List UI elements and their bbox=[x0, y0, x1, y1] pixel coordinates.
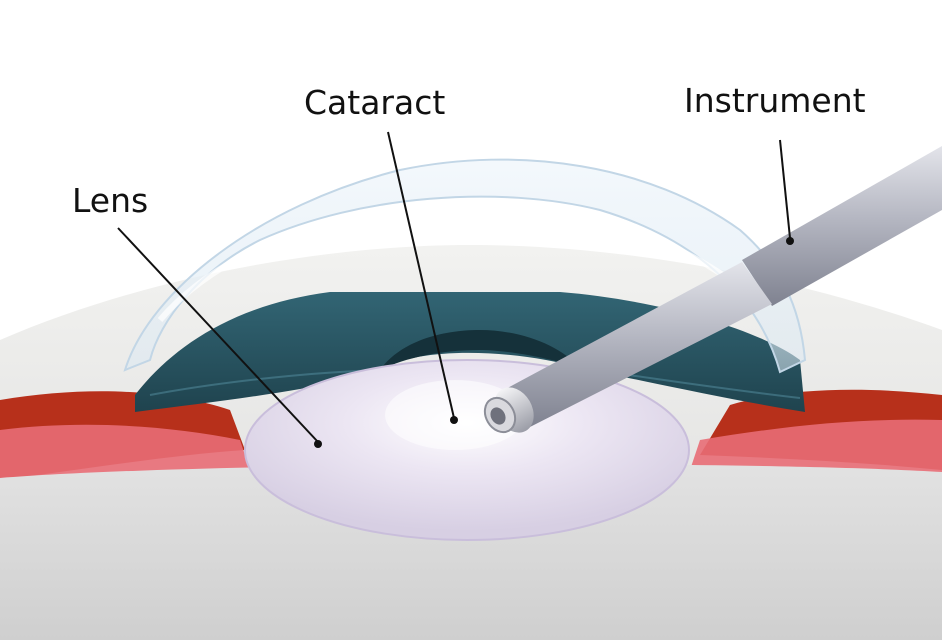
leader-lines bbox=[117, 131, 791, 443]
lens bbox=[244, 359, 690, 541]
instrument-leader-line bbox=[779, 139, 791, 239]
ciliary-body bbox=[0, 389, 942, 488]
instrument-leader-dot bbox=[786, 237, 794, 245]
vitreous bbox=[0, 464, 942, 640]
lens-leader-line bbox=[117, 227, 319, 443]
instrument-label: Instrument bbox=[684, 81, 866, 120]
lens-label: Lens bbox=[72, 181, 149, 220]
leader-dots bbox=[314, 237, 794, 448]
phaco-probe-icon bbox=[483, 146, 942, 434]
cataract-label: Cataract bbox=[304, 83, 446, 122]
cataract-leader-dot bbox=[450, 416, 458, 424]
lens-leader-dot bbox=[314, 440, 322, 448]
cornea bbox=[123, 158, 807, 374]
cataract-leader-line bbox=[387, 131, 455, 419]
